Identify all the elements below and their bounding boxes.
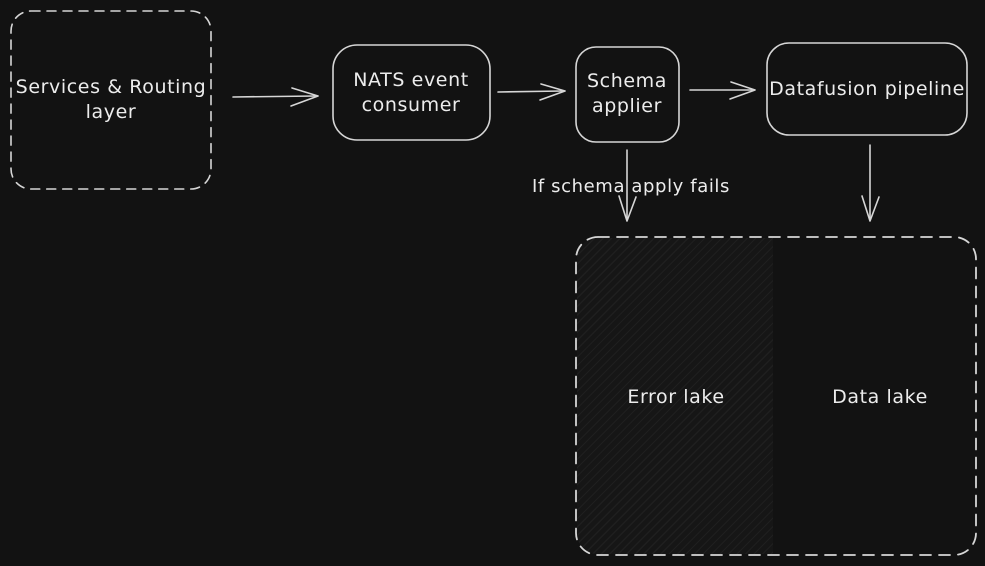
arrow-nats-to-schema [497,83,566,101]
arrow-datafusion-to-data-lake [861,144,880,222]
node-nats-event-consumer [332,44,491,141]
lake-container [575,236,977,556]
arrow-schema-to-error-lake [618,149,637,222]
arrow-schema-to-datafusion [689,81,756,100]
node-schema-applier [575,46,680,143]
node-datafusion-pipeline [766,42,968,136]
arrow-services-to-nats [232,87,319,107]
error-lake-hatch-fill [577,238,773,554]
node-services-routing-layer [10,10,212,190]
